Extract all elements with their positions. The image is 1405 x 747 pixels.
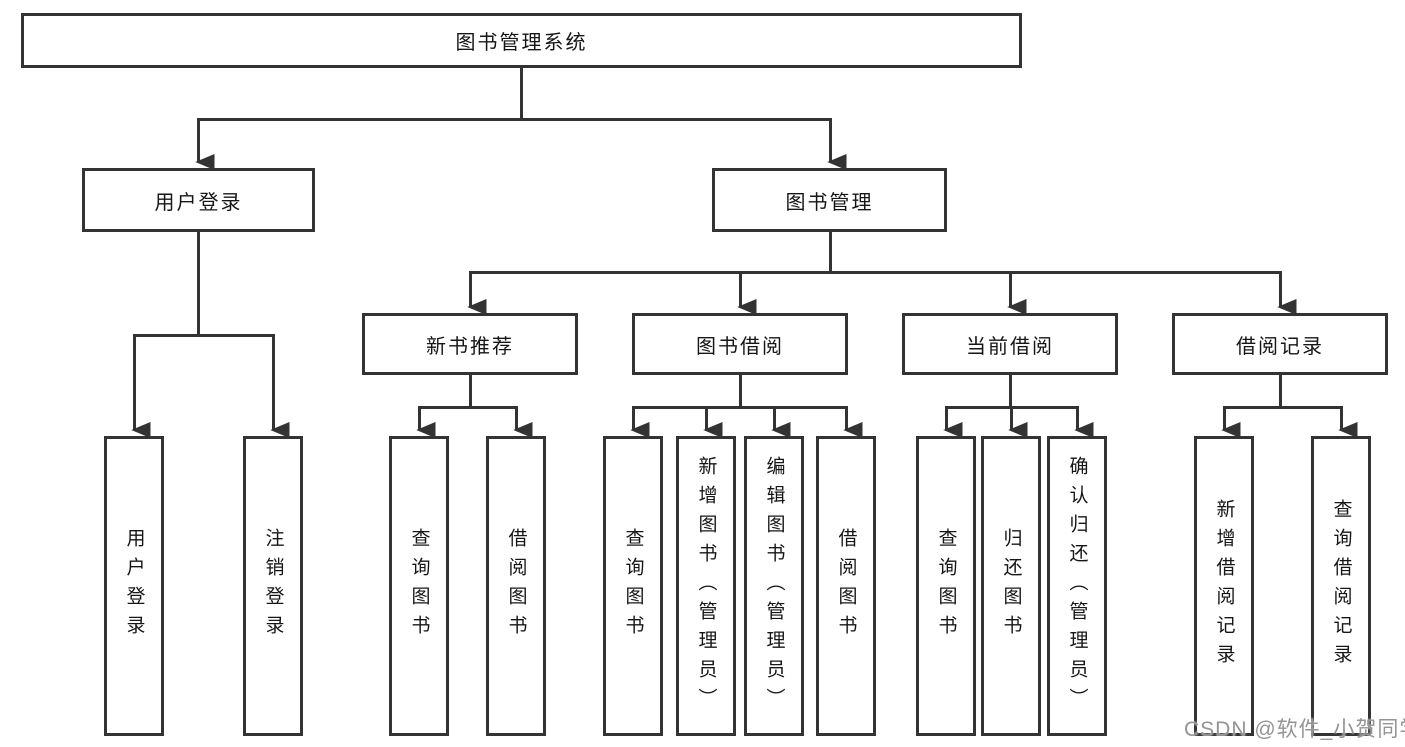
node-label: 新书推荐	[426, 335, 514, 358]
leaf-label: 查询图书	[408, 528, 430, 644]
leaf-borrow-books-borrowing: 借阅图书	[816, 436, 876, 736]
leaf-confirm-return-admin: 确认归还（管理员）	[1047, 436, 1107, 736]
leaf-logout: 注销登录	[243, 436, 303, 736]
leaf-label: 注销登录	[262, 528, 284, 644]
leaf-label: 查询图书	[935, 528, 957, 644]
leaf-label: 新增图书（管理员）	[695, 455, 717, 717]
leaf-label: 归还图书	[1000, 528, 1022, 644]
node-new-book-recommendation: 新书推荐	[362, 313, 578, 375]
leaf-label: 用户登录	[123, 528, 145, 644]
leaf-search-books-recommend: 查询图书	[389, 436, 449, 736]
node-book-management: 图书管理	[712, 168, 947, 232]
leaf-return-books: 归还图书	[981, 436, 1041, 736]
leaf-search-borrow-record: 查询借阅记录	[1311, 436, 1371, 736]
csdn-watermark: CSDN @软件_小贺同学	[1184, 718, 1405, 741]
node-borrowing-records: 借阅记录	[1172, 313, 1388, 375]
leaf-label: 编辑图书（管理员）	[763, 455, 785, 717]
node-user-login: 用户登录	[82, 168, 315, 232]
leaf-label: 借阅图书	[505, 528, 527, 644]
leaf-borrow-books-recommend: 借阅图书	[486, 436, 546, 736]
leaf-edit-books-admin: 编辑图书（管理员）	[744, 436, 804, 736]
leaf-add-books-admin: 新增图书（管理员）	[676, 436, 736, 736]
leaf-user-login: 用户登录	[104, 436, 164, 736]
node-current-borrowing: 当前借阅	[902, 313, 1118, 375]
leaf-label: 借阅图书	[835, 528, 857, 644]
leaf-search-books-current: 查询图书	[916, 436, 976, 736]
node-label: 用户登录	[154, 191, 243, 214]
node-label: 图书管理系统	[455, 32, 588, 54]
leaf-label: 查询图书	[622, 528, 644, 644]
leaf-label: 新增借阅记录	[1213, 499, 1235, 673]
node-library-management-system: 图书管理系统	[21, 13, 1022, 68]
leaf-label: 确认归还（管理员）	[1066, 455, 1088, 717]
leaf-add-borrow-record: 新增借阅记录	[1194, 436, 1254, 736]
node-label: 当前借阅	[966, 335, 1054, 358]
leaf-search-books-borrowing: 查询图书	[603, 436, 663, 736]
node-book-borrowing: 图书借阅	[632, 313, 848, 375]
node-label: 图书管理	[785, 191, 874, 214]
node-label: 图书借阅	[696, 335, 784, 358]
node-label: 借阅记录	[1236, 335, 1324, 358]
leaf-label: 查询借阅记录	[1330, 499, 1352, 673]
